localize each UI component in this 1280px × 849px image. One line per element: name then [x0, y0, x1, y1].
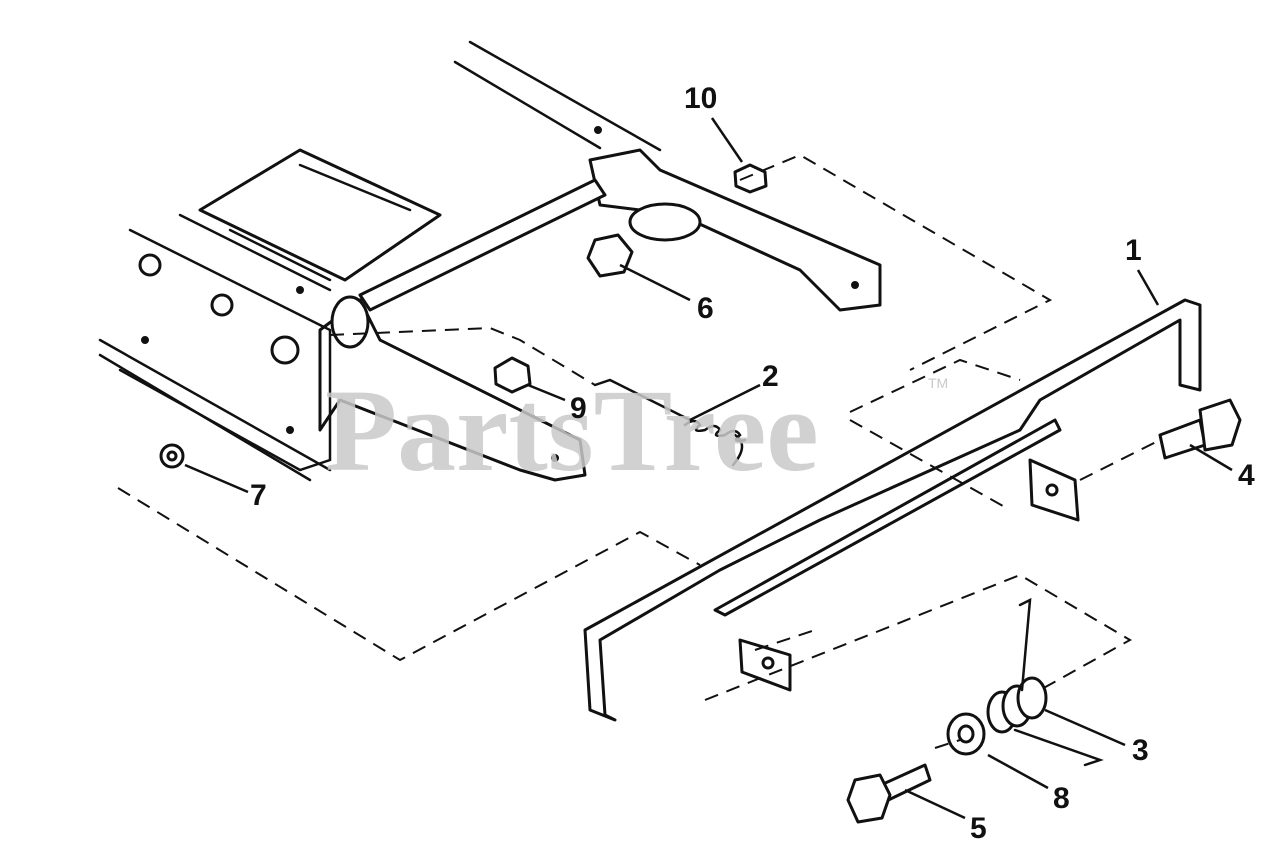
leader-lines: [184, 117, 1233, 820]
part-2-spring: [593, 378, 747, 467]
callout-9: 9: [570, 392, 587, 425]
part-10-nut: [733, 163, 768, 194]
callout-2: 2: [762, 360, 779, 393]
callout-10: 10: [684, 82, 717, 115]
part-7-washer: [159, 443, 185, 469]
svg-text:TM: TM: [928, 375, 948, 391]
callout-labels: 1 2 3 4 5 6 7 8 9 10: [250, 82, 1255, 845]
callout-5: 5: [970, 812, 987, 845]
callout-8: 8: [1053, 782, 1070, 815]
callout-6: 6: [697, 292, 714, 325]
watermark: PartsTree TM: [325, 365, 948, 496]
part-4-bolt: [1158, 398, 1242, 460]
callout-1: 1: [1125, 234, 1142, 267]
part-5-bolt: [846, 763, 932, 824]
mower-frame: [98, 40, 882, 482]
svg-text:PartsTree: PartsTree: [325, 365, 819, 496]
assembly-dash-lines: [117, 153, 1161, 749]
callout-4: 4: [1238, 459, 1255, 492]
part-3-spring: [986, 597, 1104, 767]
part-1-bar: [583, 298, 1202, 722]
part-9-nut: [493, 356, 532, 394]
callout-3: 3: [1132, 734, 1149, 767]
part-8-washer: [946, 712, 986, 756]
callout-7: 7: [250, 479, 267, 512]
part-6-nut: [586, 233, 634, 278]
